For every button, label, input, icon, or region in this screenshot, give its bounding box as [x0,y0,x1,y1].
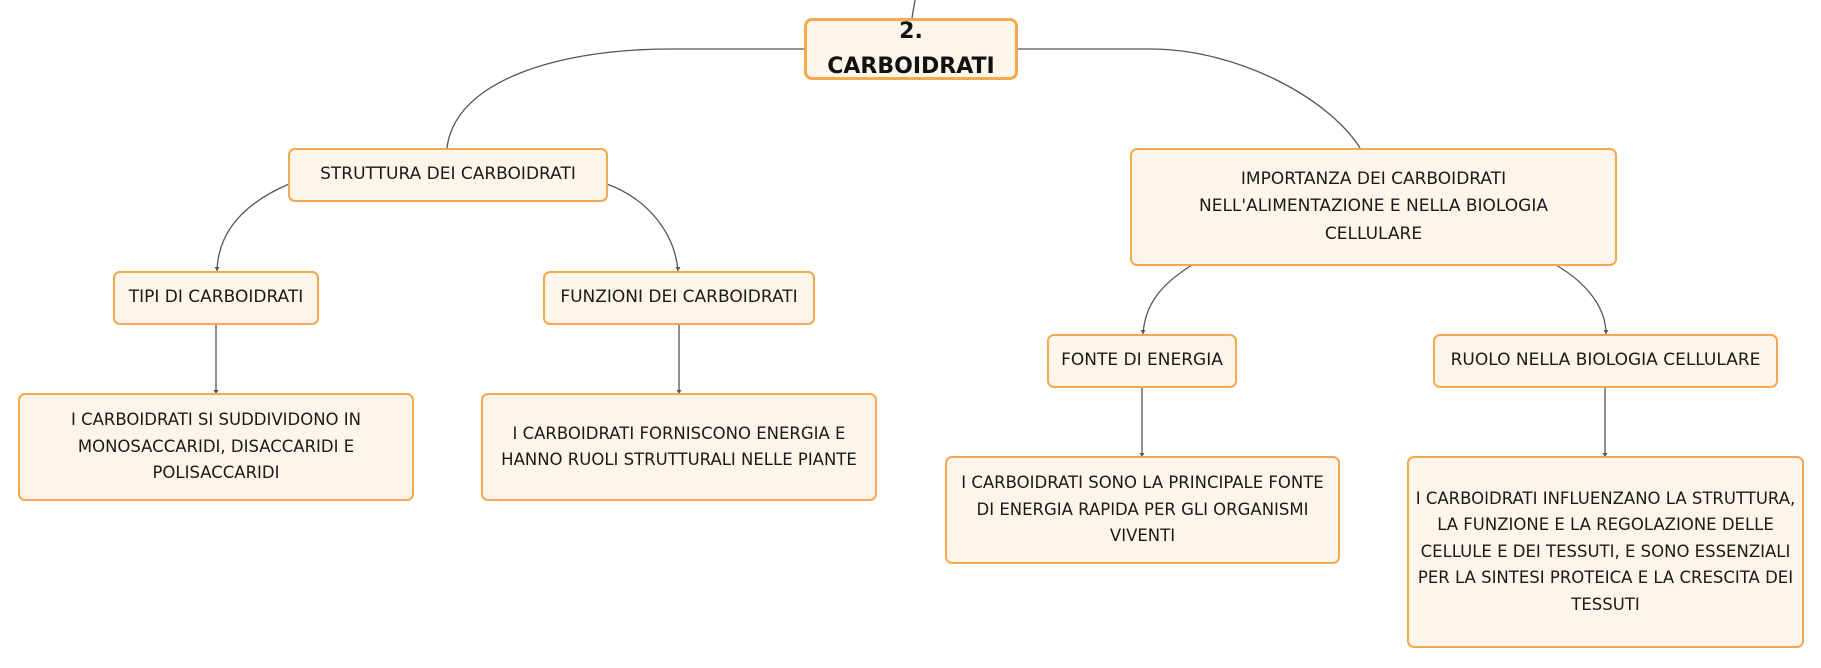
cell-role-detail-node[interactable]: I CARBOIDRATI INFLUENZANO LA STRUTTURA, … [1407,456,1804,648]
structure-label: STRUTTURA DEI CARBOIDRATI [320,164,576,185]
edge-structure-functions [606,183,679,272]
root-node[interactable]: 2. CARBOIDRATI [804,18,1018,80]
cell-role-detail-text: I CARBOIDRATI INFLUENZANO LA STRUTTURA, … [1415,489,1796,614]
energy-detail-node[interactable]: I CARBOIDRATI SONO LA PRINCIPALE FONTE D… [945,456,1340,564]
types-label: TIPI DI CARBOIDRATI [128,287,304,308]
arrowhead [1139,453,1145,457]
edge-structure-types [216,183,290,272]
functions-detail-node[interactable]: I CARBOIDRATI FORNISCONO ENERGIA E HANNO… [481,393,877,501]
functions-node[interactable]: FUNZIONI DEI CARBOIDRATI [543,271,815,325]
arrowhead [213,390,219,394]
energy-label: FONTE DI ENERGIA [1061,350,1223,371]
types-detail-text: I CARBOIDRATI SI SUDDIVIDONO IN MONOSACC… [70,410,361,483]
edge-importance-energy [1142,264,1193,335]
arrowhead [214,267,220,271]
structure-node[interactable]: STRUTTURA DEI CARBOIDRATI [288,148,608,202]
importance-label: IMPORTANZA DEI CARBOIDRATI NELL'ALIMENTA… [1199,169,1548,244]
cell-role-node[interactable]: RUOLO NELLA BIOLOGIA CELLULARE [1433,334,1778,388]
functions-label: FUNZIONI DEI CARBOIDRATI [560,287,798,308]
functions-detail-text: I CARBOIDRATI FORNISCONO ENERGIA E HANNO… [501,423,857,469]
arrowhead [1603,330,1609,334]
edge-root-importance [1018,48,1361,149]
energy-detail-text: I CARBOIDRATI SONO LA PRINCIPALE FONTE D… [961,473,1324,546]
arrowhead [676,390,682,394]
root-label: 2. CARBOIDRATI [827,18,995,79]
arrowhead [675,267,681,271]
edge-root-parent [911,0,916,19]
energy-node[interactable]: FONTE DI ENERGIA [1047,334,1237,388]
importance-node[interactable]: IMPORTANZA DEI CARBOIDRATI NELL'ALIMENTA… [1130,148,1617,266]
arrowhead [1140,330,1146,334]
arrowhead [1602,453,1608,457]
cell-role-label: RUOLO NELLA BIOLOGIA CELLULARE [1450,350,1761,371]
edge-importance-cellrole [1555,264,1607,335]
edge-root-structure [446,48,804,149]
types-detail-node[interactable]: I CARBOIDRATI SI SUDDIVIDONO IN MONOSACC… [18,393,414,501]
types-node[interactable]: TIPI DI CARBOIDRATI [113,271,319,325]
